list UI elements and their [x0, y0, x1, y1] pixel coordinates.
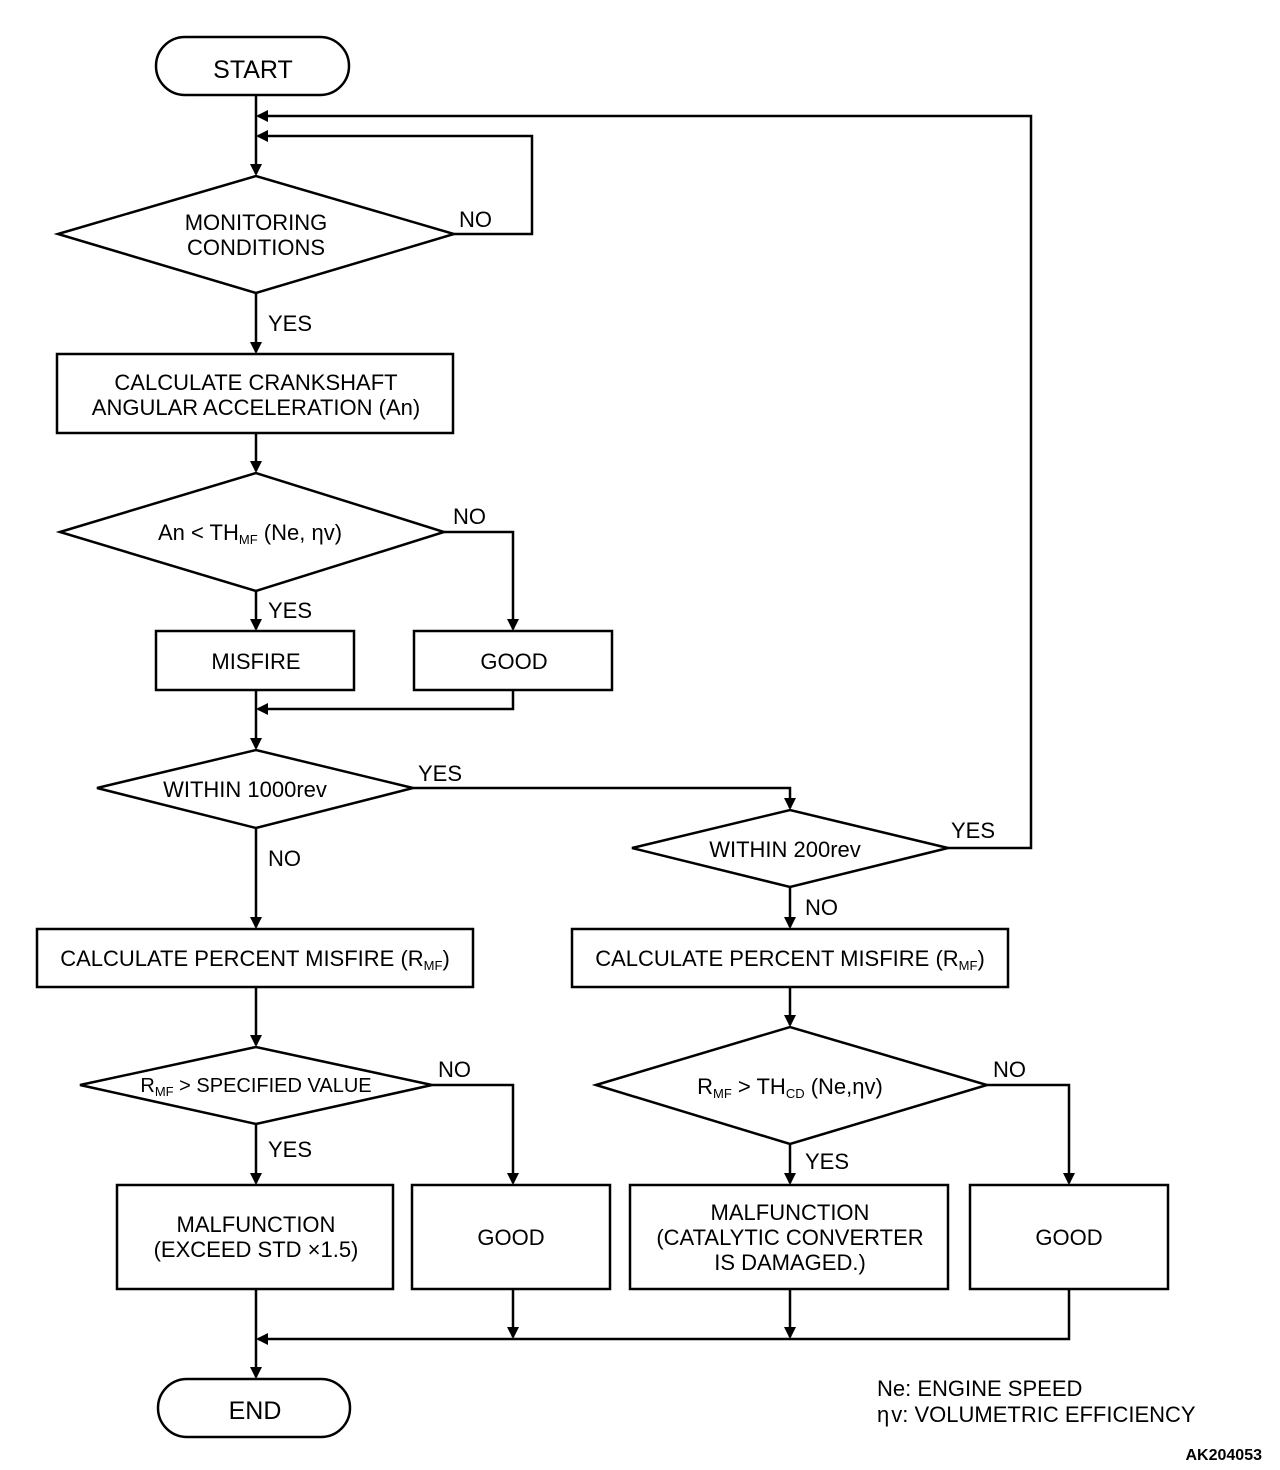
connector-good1-merge [256, 690, 515, 715]
monitoring-no-label: NO [459, 207, 492, 232]
threshold-no-label: NO [453, 504, 486, 529]
malfunction-right-line2: (CATALYTIC CONVERTER [656, 1225, 923, 1250]
cd-no-label: NO [993, 1057, 1026, 1082]
end-label: END [229, 1397, 282, 1425]
malfunction-left-line1: MALFUNCTION [177, 1212, 336, 1237]
calc-percent-left-label: CALCULATE PERCENT MISFIRE (RMF) [60, 946, 450, 973]
connector-threshold-no [444, 530, 519, 631]
specified-value-label: RMF > SPECIFIED VALUE [140, 1075, 371, 1099]
monitoring-yes-label: YES [268, 311, 312, 336]
monitoring-label-line1: MONITORING [185, 210, 328, 235]
connector-spec-no [432, 1083, 519, 1185]
good-box-2 [410, 1183, 612, 1291]
end-terminal [156, 1377, 352, 1439]
malfunction-right-line3: IS DAMAGED.) [714, 1250, 866, 1275]
cd-yes-label: YES [805, 1149, 849, 1174]
within200-no-label: NO [805, 895, 838, 920]
good-label-2: GOOD [477, 1225, 544, 1250]
misfire-label: MISFIRE [211, 649, 300, 674]
connector-cd-no [987, 1083, 1075, 1185]
within-1000rev-label: WITHIN 1000rev [163, 777, 327, 802]
connector-within200-yes-loop [256, 110, 1033, 850]
spec-no-label: NO [438, 1057, 471, 1082]
within-200rev-label: WITHIN 200rev [709, 837, 861, 862]
within1000-no-label: NO [268, 846, 301, 871]
connector-within1000-yes [413, 786, 796, 810]
within1000-yes-label: YES [418, 761, 462, 786]
threshold-yes-label: YES [268, 598, 312, 623]
calc-acceleration-line1: CALCULATE CRANKSHAFT [114, 370, 397, 395]
calc-percent-right-label: CALCULATE PERCENT MISFIRE (RMF) [595, 946, 985, 973]
spec-yes-label: YES [268, 1137, 312, 1162]
monitoring-label-line2: CONDITIONS [187, 235, 325, 260]
connector-monitoring-no-loop [256, 130, 534, 236]
connector-good3-merge [256, 1289, 1071, 1345]
malfunction-right-line1: MALFUNCTION [711, 1200, 870, 1225]
legend-engine-speed: Ne: ENGINE SPEED [877, 1376, 1082, 1401]
malfunction-left-line2: (EXCEED STD ×1.5) [154, 1237, 359, 1262]
catalytic-threshold-label: RMF > THCD (Ne,ηv) [697, 1074, 883, 1101]
start-terminal [154, 35, 351, 97]
calc-acceleration-line2: ANGULAR ACCELERATION (An) [92, 395, 420, 420]
figure-code: AK204053 [1186, 1447, 1263, 1464]
legend-volumetric-efficiency: ηv: VOLUMETRIC EFFICIENCY [877, 1402, 1196, 1427]
good-label-3: GOOD [1035, 1225, 1102, 1250]
acceleration-threshold-label: An < THMF (Ne, ηv) [158, 520, 342, 547]
within200-yes-label: YES [951, 818, 995, 843]
start-label: START [213, 56, 293, 84]
good-label-1: GOOD [480, 649, 547, 674]
